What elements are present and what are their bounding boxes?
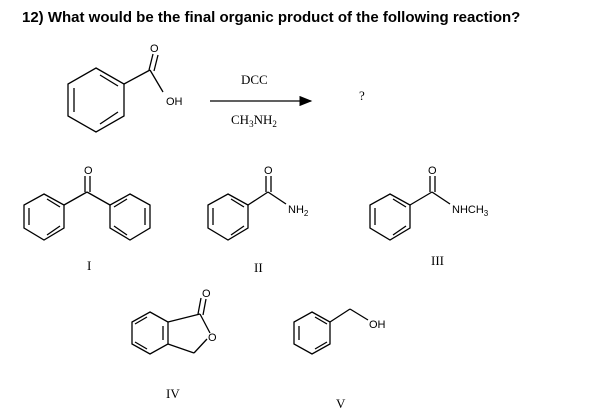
bond-cn [431,191,451,205]
benzene-ring [109,193,151,241]
atom-o: O [84,165,93,177]
ring-double-bond [46,225,61,236]
atom-ring-o: O [208,332,217,344]
atom-nh2: NH2 [288,204,309,218]
ring-double-bond [314,316,328,325]
choice-ii-label: II [254,260,263,275]
ring-double-bond [113,198,128,208]
ring-double-bond [314,341,328,350]
atom-oh: OH [369,319,386,331]
reagent-dcc: DCC [241,72,268,87]
bond-c-o [199,313,211,334]
bond-c-oh [149,69,164,93]
ring-double-bond [230,198,245,208]
benzene-ring [67,67,125,133]
atom-o: O [428,165,437,177]
atom-o: O [264,165,273,177]
choice-ii-structure [207,176,287,241]
ring-double-bond [392,225,407,236]
ring-double-bond [99,111,119,125]
product-question-mark: ? [359,88,365,103]
question-text: 12) What would be the final organic prod… [22,9,521,26]
atom-o: O [202,288,211,300]
choice-v-structure [293,308,369,355]
bond-ch2-o [193,338,208,354]
bond-co [148,53,154,71]
reagent-methylamine: CH3NH2 [231,112,277,129]
bond [329,308,351,323]
bond [123,69,151,85]
choice-v-label: V [336,396,346,411]
choice-iv-label: IV [166,386,180,401]
choice-i-label: I [87,258,91,273]
choice-i-structure [23,176,151,241]
atom-o: O [150,43,159,55]
bond [167,313,201,323]
bond [63,191,88,206]
bond [409,191,433,206]
benzene-ring [23,193,65,241]
choice-iv-structure [131,297,211,355]
atom-nhch3: NHCH3 [452,204,489,218]
ring-double-bond [392,198,407,208]
reactant-benzoic-acid [67,53,164,133]
bond-co [197,297,202,315]
bond-co-double [153,54,159,72]
ring-double-bond [46,198,61,208]
choice-iii-label: III [431,253,444,268]
bond-c-oh [349,308,369,321]
benzene-ring [207,193,249,241]
bond [167,343,195,354]
ring-double-bond [99,74,119,87]
choice-iii-structure [369,176,451,241]
bond [86,191,111,206]
ring-double-bond [134,316,148,325]
bond-co-double [202,298,207,316]
bond-cn [267,191,287,205]
benzene-ring [369,193,411,241]
ring-double-bond [113,225,128,236]
ring-double-bond [134,341,148,350]
ring-double-bond [230,225,245,236]
bond [247,191,269,206]
atom-oh: OH [166,96,183,108]
